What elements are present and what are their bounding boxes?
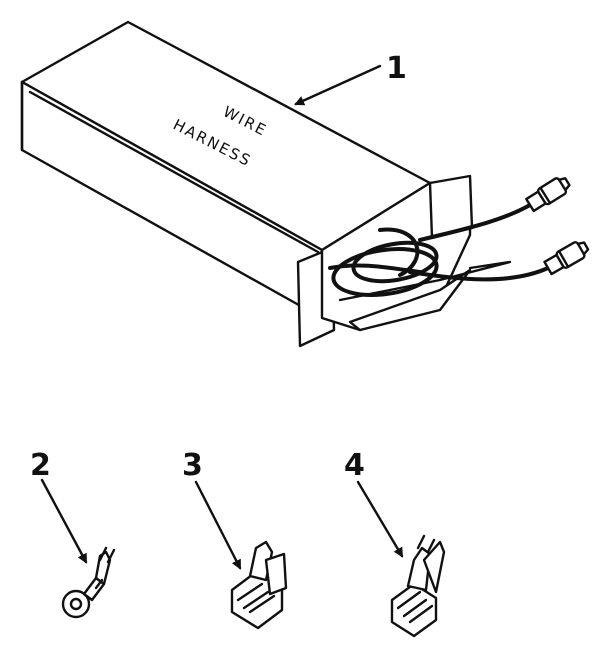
callout-arrow-3 <box>194 480 242 570</box>
flag-terminal <box>230 540 288 630</box>
callout-arrow-4 <box>356 480 404 558</box>
callout-arrow-2 <box>40 478 88 564</box>
callout-number-1: 1 <box>386 51 407 86</box>
callout-number-3: 3 <box>182 448 203 483</box>
wire-harness-box: WIRE HARNESS <box>20 20 590 348</box>
ring-terminal <box>61 546 116 619</box>
callout-number-4: 4 <box>344 448 365 483</box>
callout-arrow-1 <box>294 64 382 106</box>
callout-number-2: 2 <box>30 448 51 483</box>
female-spade-terminal <box>390 534 446 638</box>
wire-lead-lower <box>408 241 590 282</box>
wire-lead-upper <box>418 177 571 242</box>
